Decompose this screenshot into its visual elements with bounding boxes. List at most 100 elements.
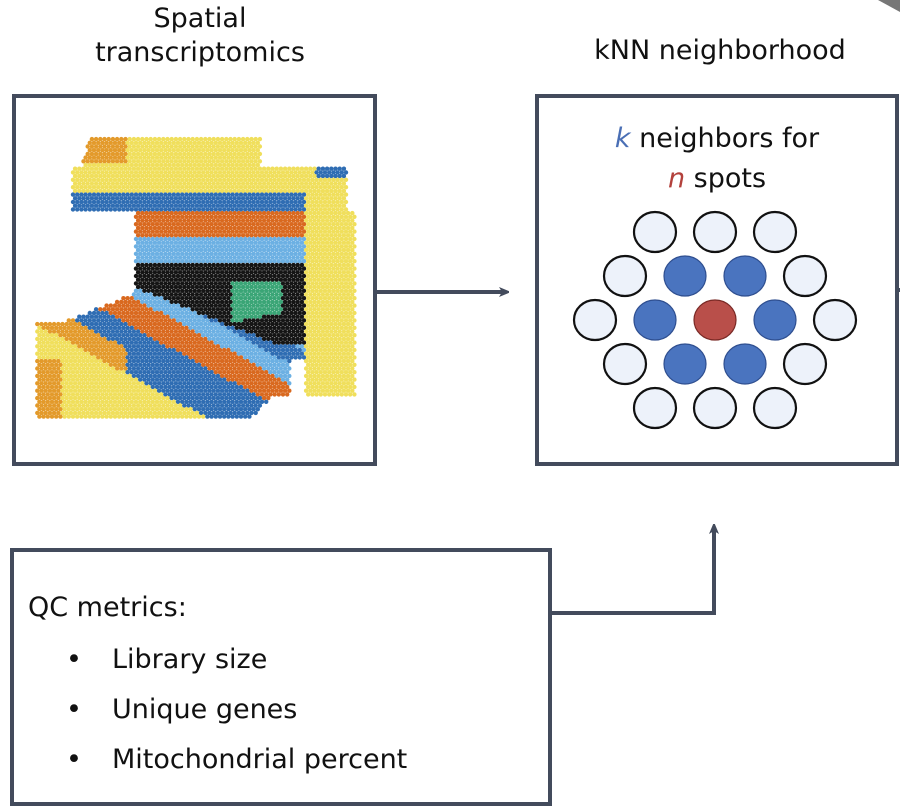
tissue-spot bbox=[123, 203, 128, 208]
tissue-spot bbox=[192, 333, 197, 338]
tissue-spot bbox=[343, 325, 349, 330]
tissue-spot bbox=[219, 381, 225, 386]
tissue-spot bbox=[182, 159, 187, 164]
tissue-spot bbox=[312, 181, 317, 186]
tissue-spot bbox=[184, 325, 189, 330]
tissue-spot bbox=[144, 403, 149, 408]
tissue-spot bbox=[140, 366, 145, 371]
tissue-spot bbox=[215, 403, 221, 408]
k-variable: k bbox=[614, 123, 631, 154]
tissue-spot bbox=[255, 377, 260, 382]
tissue-spot bbox=[268, 222, 273, 227]
tissue-spot bbox=[289, 333, 294, 338]
tissue-spot bbox=[117, 399, 122, 404]
tissue-spot bbox=[228, 395, 233, 401]
tissue-spot bbox=[318, 333, 323, 338]
tissue-spot bbox=[308, 247, 313, 253]
tissue-spot bbox=[152, 144, 158, 149]
tissue-spot bbox=[282, 225, 288, 231]
tissue-spot bbox=[203, 292, 208, 297]
tissue-spot bbox=[68, 358, 74, 364]
tissue-spot bbox=[135, 196, 141, 201]
tissue-spot bbox=[123, 403, 128, 408]
tissue-spot bbox=[64, 358, 69, 364]
tissue-spot bbox=[169, 366, 174, 371]
tissue-spot bbox=[327, 296, 332, 301]
tissue-spot bbox=[203, 388, 208, 393]
tissue-spot bbox=[100, 177, 105, 182]
tissue-spot bbox=[209, 251, 214, 256]
tissue-spot bbox=[345, 344, 351, 349]
tissue-spot bbox=[58, 333, 63, 338]
tissue-spot bbox=[114, 388, 120, 393]
tissue-spot bbox=[289, 222, 294, 227]
tissue-spot bbox=[156, 314, 162, 319]
tissue-spot bbox=[121, 355, 126, 360]
tissue-spot bbox=[266, 203, 271, 208]
tissue-spot bbox=[276, 384, 281, 390]
tissue-spot bbox=[297, 273, 302, 279]
tissue-spot bbox=[142, 347, 147, 353]
tissue-spot bbox=[352, 244, 357, 249]
tissue-spot bbox=[93, 307, 99, 312]
tissue-spot bbox=[37, 392, 42, 397]
tissue-spot bbox=[318, 192, 323, 197]
tissue-spot bbox=[316, 210, 321, 216]
tissue-spot bbox=[194, 225, 200, 231]
tissue-spot bbox=[148, 344, 153, 349]
tissue-spot bbox=[217, 347, 223, 353]
tissue-spot bbox=[339, 392, 344, 397]
tissue-spot bbox=[232, 366, 237, 371]
tissue-spot bbox=[121, 155, 126, 160]
tissue-spot bbox=[234, 177, 239, 182]
tissue-spot bbox=[135, 233, 141, 238]
tissue-spot bbox=[125, 185, 130, 190]
tissue-spot bbox=[259, 251, 265, 256]
tissue-spot bbox=[299, 210, 305, 216]
tissue-spot bbox=[350, 329, 355, 334]
tissue-spot bbox=[56, 351, 61, 356]
tissue-spot bbox=[85, 410, 90, 416]
tissue-spot bbox=[138, 140, 143, 145]
tissue-spot bbox=[335, 325, 340, 330]
tissue-spot bbox=[238, 347, 244, 353]
tissue-spot bbox=[165, 284, 170, 290]
tissue-spot bbox=[64, 395, 69, 401]
tissue-spot bbox=[224, 358, 229, 364]
tissue-spot bbox=[135, 188, 141, 194]
tissue-spot bbox=[85, 314, 90, 319]
tissue-spot bbox=[119, 395, 124, 401]
tissue-spot bbox=[255, 347, 260, 353]
tissue-spot bbox=[177, 270, 183, 275]
tissue-spot bbox=[161, 136, 166, 142]
tissue-spot bbox=[217, 318, 223, 323]
tissue-spot bbox=[37, 362, 42, 367]
tissue-spot bbox=[299, 233, 305, 238]
tissue-spot bbox=[352, 318, 357, 323]
tissue-spot bbox=[289, 236, 294, 242]
tissue-spot bbox=[188, 207, 193, 212]
tissue-spot bbox=[333, 270, 338, 275]
tissue-spot bbox=[243, 377, 248, 382]
tissue-spot bbox=[217, 199, 223, 205]
tissue-spot bbox=[264, 355, 269, 360]
tissue-spot bbox=[89, 351, 95, 356]
tissue-spot bbox=[135, 410, 141, 416]
tissue-spot bbox=[129, 340, 134, 345]
tissue-spot bbox=[104, 340, 109, 345]
tissue-spot bbox=[148, 203, 153, 208]
tissue-spot bbox=[238, 288, 244, 293]
tissue-spot bbox=[337, 181, 342, 186]
tissue-spot bbox=[194, 336, 200, 342]
tissue-spot bbox=[150, 259, 155, 264]
tissue-spot bbox=[306, 236, 311, 242]
tissue-spot bbox=[184, 414, 189, 419]
tissue-spot bbox=[308, 218, 313, 223]
tissue-spot bbox=[112, 303, 118, 308]
tissue-spot bbox=[146, 222, 151, 227]
tissue-spot bbox=[261, 188, 267, 194]
tissue-spot bbox=[289, 229, 294, 234]
tissue-spot bbox=[278, 247, 284, 253]
tissue-spot bbox=[209, 303, 214, 308]
tissue-spot bbox=[236, 381, 242, 386]
